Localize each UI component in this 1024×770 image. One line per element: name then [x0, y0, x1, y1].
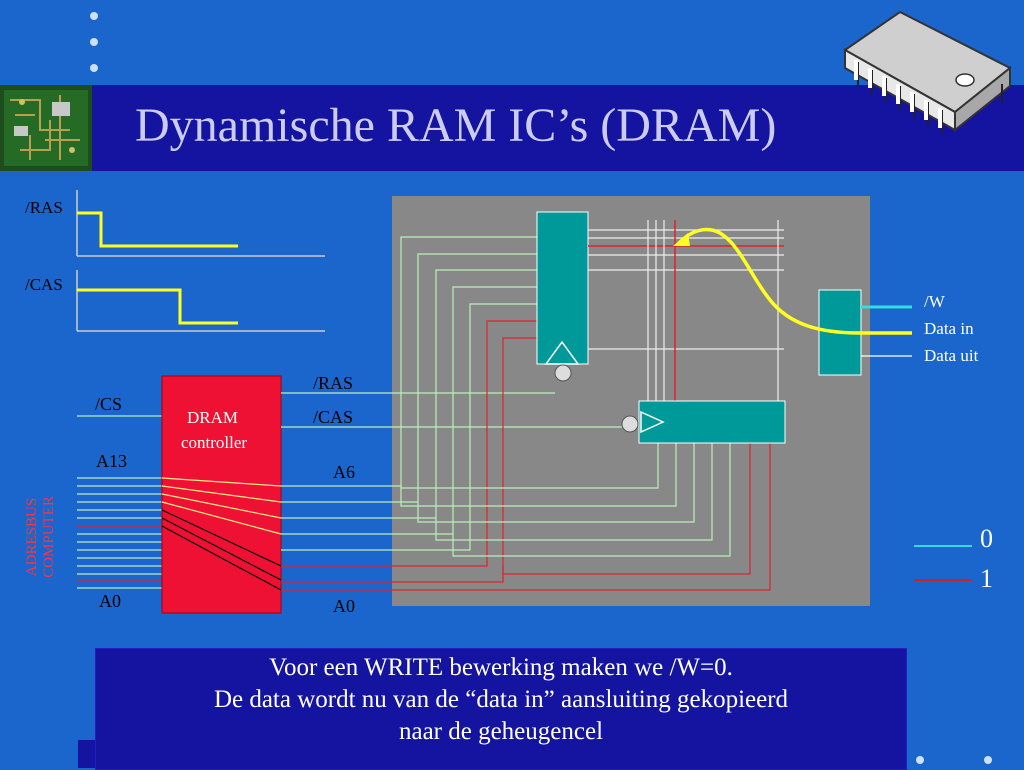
column-decoder: [638, 400, 786, 444]
legend-zero-label: 0: [980, 524, 993, 553]
cas-timing-label: /CAS: [25, 275, 63, 294]
row-decoder: [536, 211, 589, 365]
a13-label: A13: [96, 451, 127, 471]
decor-dot: [90, 38, 98, 46]
circuit-board-logo: [0, 85, 92, 171]
w-label: /W: [924, 292, 945, 311]
cas-out-label: /CAS: [313, 407, 354, 427]
caption-shadow: [78, 740, 96, 768]
adresbus-label: ADRESBUS COMPUTER: [24, 484, 74, 590]
ras-timing: [76, 190, 325, 257]
controller-name-line2: controller: [181, 433, 248, 452]
decor-dot: [984, 756, 992, 764]
legend-one-label: 1: [980, 564, 993, 593]
controller-name-line1: DRAM: [187, 408, 239, 427]
caption-line2: De data wordt nu van de “data in” aanslu…: [213, 686, 789, 713]
a6-label: A6: [333, 462, 355, 482]
caption-box: Voor een WRITE bewerking maken we /W=0. …: [95, 648, 907, 770]
a0-out-label: A0: [333, 596, 355, 616]
decor-dot: [916, 756, 924, 764]
caption-line1: Voor een WRITE bewerking maken we /W=0.: [269, 654, 733, 681]
data-uit-label: Data uit: [924, 346, 979, 365]
decor-dot: [90, 64, 98, 72]
cas-timing: [76, 270, 325, 332]
ras-timing-label: /RAS: [25, 198, 63, 217]
decor-dot: [90, 12, 98, 20]
title-band: [0, 85, 1024, 171]
slide-title: Dynamische RAM IC’s (DRAM): [135, 99, 777, 152]
caption-line3: naar de geheugencel: [398, 718, 604, 745]
adresbus-line2: COMPUTER: [41, 496, 57, 578]
ic-chip-icon: [843, 10, 1012, 134]
data-in-label: Data in: [924, 319, 974, 338]
a0-in-label: A0: [99, 591, 121, 611]
ras-out-label: /RAS: [313, 373, 354, 393]
cs-label: /CS: [95, 394, 123, 414]
adresbus-line1: ADRESBUS: [24, 497, 40, 577]
data-path-highlight: [678, 227, 912, 335]
memory-chip-area: [392, 196, 870, 606]
